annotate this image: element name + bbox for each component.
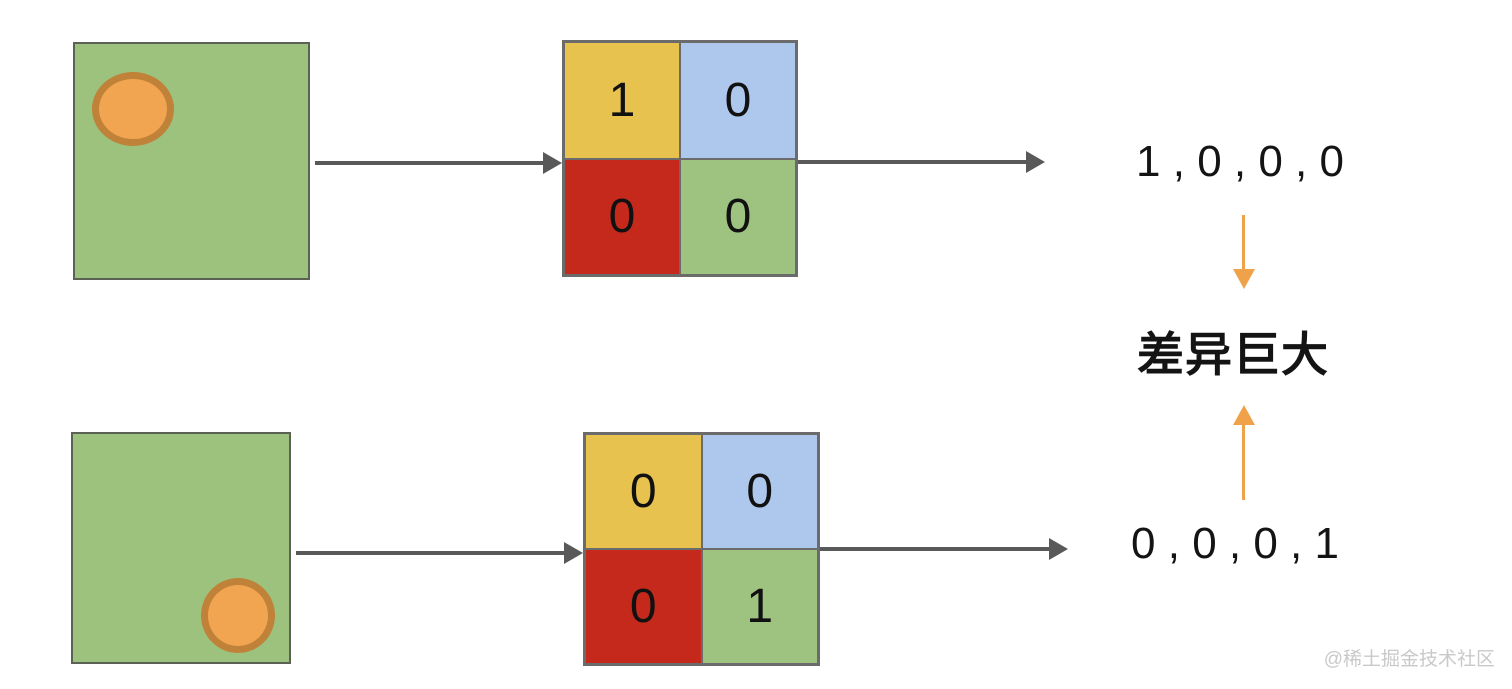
arrow-down-icon	[1242, 215, 1245, 269]
grid-cell: 0	[680, 158, 796, 275]
arrow-up-icon	[1242, 425, 1245, 500]
orange-circle-bottom-right	[201, 578, 275, 653]
comparison-label: 差异巨大	[1137, 328, 1329, 381]
orange-circle-top-left	[92, 72, 174, 146]
input-image-bottom	[71, 432, 291, 664]
vector-output-bottom: 0 , 0 , 0 , 1	[1131, 519, 1339, 568]
arrow-right-icon	[820, 547, 1049, 551]
grid-cell: 1	[564, 42, 680, 159]
grid-cell: 0	[564, 158, 680, 275]
arrow-right-icon	[296, 551, 564, 555]
feature-grid-top: 1 0 0 0	[562, 40, 798, 277]
grid-cell: 1	[701, 549, 818, 664]
arrow-right-icon	[798, 160, 1026, 164]
grid-cell: 0	[680, 42, 796, 159]
vector-output-top: 1 , 0 , 0 , 0	[1136, 137, 1344, 186]
grid-cell: 0	[701, 434, 818, 549]
grid-cell: 0	[585, 549, 702, 664]
arrow-right-icon	[315, 161, 543, 165]
grid-cell: 0	[585, 434, 702, 549]
input-image-top	[73, 42, 310, 280]
feature-grid-bottom: 0 0 0 1	[583, 432, 820, 666]
watermark: @稀土掘金技术社区	[1323, 649, 1495, 670]
